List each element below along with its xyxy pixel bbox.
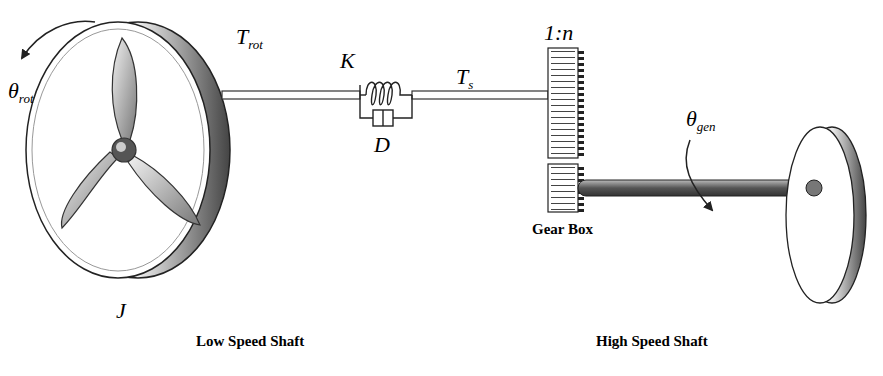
damping-symbol: D xyxy=(374,134,390,156)
high-speed-shaft xyxy=(578,180,816,196)
angle-symbol: θrot xyxy=(8,80,34,105)
angle-symbol: θgen xyxy=(686,108,716,133)
stiffness-symbol: K xyxy=(340,50,355,72)
shaft-name: Low Speed Shaft xyxy=(196,334,304,349)
torque-symbol: Trot xyxy=(236,26,263,51)
rotation-arrow xyxy=(686,140,712,210)
shaft-name: High Speed Shaft xyxy=(596,334,708,349)
generator-disk xyxy=(786,127,866,303)
gear-ratio: 1:n xyxy=(544,22,573,44)
torque-symbol: Ts xyxy=(456,66,473,91)
damper-symbol xyxy=(360,85,412,126)
part-name: Gear Box xyxy=(532,222,593,237)
rotor-blades xyxy=(62,38,200,228)
rotation-arrow xyxy=(22,21,95,58)
low-speed-shaft xyxy=(222,91,548,99)
inertia-symbol: J xyxy=(116,300,126,322)
rotor-wheel xyxy=(26,22,230,278)
spring-symbol xyxy=(360,82,412,105)
